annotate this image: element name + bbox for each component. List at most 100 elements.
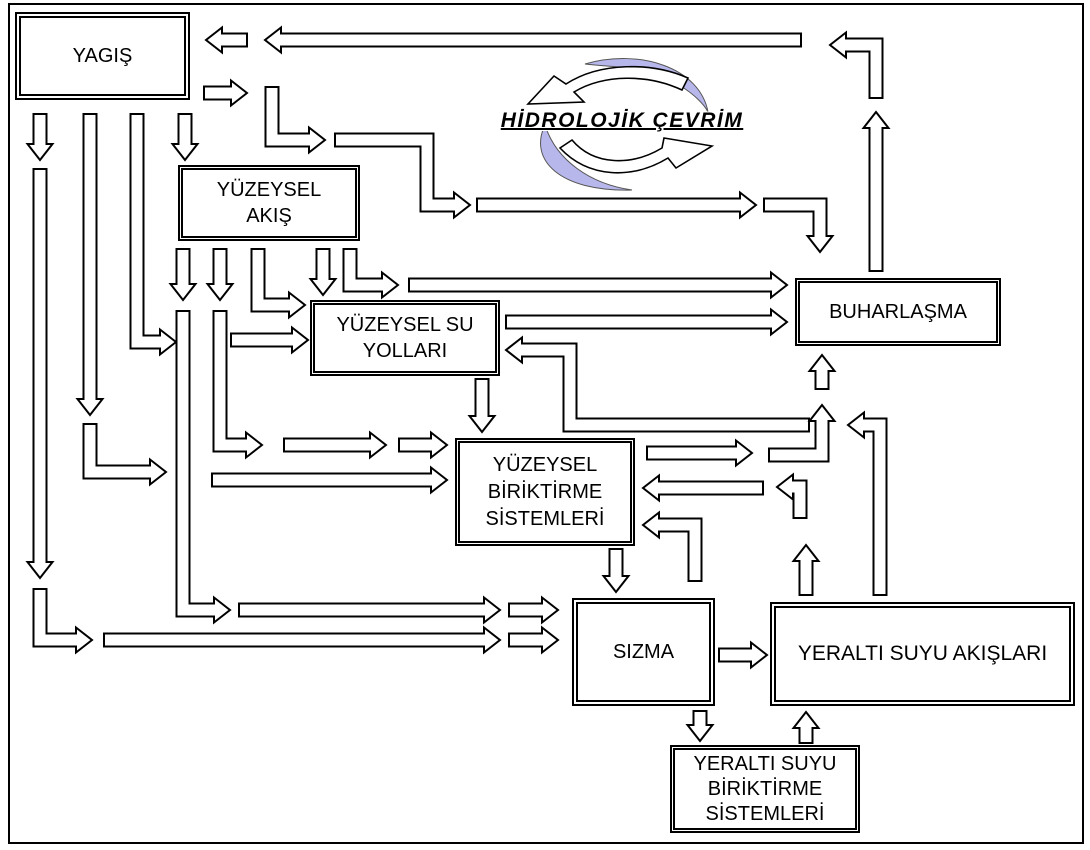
yuzeysel-su-yollari-label-line-2: YOLLARI bbox=[363, 338, 447, 364]
arrow-yagis-to-yuzeysel-akis bbox=[173, 113, 198, 160]
arrow-to-biriktirme-right-2 bbox=[643, 513, 695, 583]
arrow-to-su-yollari-left bbox=[230, 328, 308, 353]
arrow-akis-down-1-head bbox=[171, 284, 196, 300]
arrow-yagis-to-yuzeysel-akis-head bbox=[173, 144, 198, 160]
arrow-sizma-to-yeralti-akis-head bbox=[751, 643, 767, 668]
arrow-yeralti-akis-to-buharlasma-head bbox=[848, 413, 864, 438]
arrow-to-biriktirme-1-head bbox=[370, 433, 386, 458]
arrow-akis-to-su-yollari-side-head bbox=[289, 293, 305, 318]
arrow-yeralti-akis-to-buharlasma bbox=[848, 413, 880, 597]
arrow-biriktirme-right-head bbox=[736, 441, 752, 466]
arrow-to-biriktirme-2 bbox=[398, 433, 447, 458]
arrow-yeralti-akis-up-head bbox=[794, 545, 819, 561]
cycle-arrow-upper-icon bbox=[528, 67, 688, 104]
arrow-to-biriktirme-2-head bbox=[431, 433, 447, 458]
arrow-to-biriktirme-3 bbox=[211, 468, 447, 493]
arrow-yagis-down-3-turn-head bbox=[160, 330, 176, 355]
arrow-su-yollari-to-biriktirme-head bbox=[470, 416, 495, 432]
arrow-biriktirme-to-sizma-head bbox=[604, 576, 629, 592]
arrow-yagis-to-buharlasma-3 bbox=[476, 193, 756, 218]
arrow-yagis-down-1-head bbox=[28, 144, 53, 160]
arrow-akis-down-2-turn-shaft-fill bbox=[220, 312, 248, 445]
diagram-title: HİDROLOJİK ÇEVRİM bbox=[462, 109, 782, 133]
arrow-akis-down-1-to-sizma-turn-shaft-fill bbox=[183, 312, 216, 610]
arrow-to-yagis-head bbox=[206, 28, 222, 53]
yeralti-suyu-akislari-label: YERALTI SUYU AKIŞLARI bbox=[798, 641, 1047, 667]
arrow-to-su-yollari-return bbox=[506, 338, 810, 426]
arrow-akis-to-buharlasma-turn bbox=[350, 248, 398, 298]
arrow-akis-to-su-yollari-side-shaft-fill bbox=[258, 250, 291, 305]
arrow-yagis-down-1 bbox=[28, 113, 53, 160]
arrow-yagis-down-1-turn-head bbox=[76, 628, 92, 653]
arrow-yagis-to-buharlasma-1 bbox=[272, 86, 325, 153]
node-yuzeysel-su-yollari: YÜZEYSEL SU YOLLARI bbox=[310, 300, 500, 376]
arrow-to-biriktirme-3-head bbox=[431, 468, 447, 493]
arrow-buharlasma-up-head bbox=[864, 112, 889, 128]
arrow-to-sizma-upper-long bbox=[238, 598, 500, 623]
arrow-akis-to-buharlasma-turn-shaft-fill bbox=[350, 250, 384, 285]
yuzeysel-biriktirme-label-line-3: SİSTEMLERİ bbox=[486, 506, 605, 533]
arrow-to-sizma-upper-head bbox=[542, 598, 558, 623]
yagis-label: YAGIŞ bbox=[73, 43, 133, 69]
arrow-akis-to-buharlasma bbox=[408, 273, 787, 298]
arrow-to-biriktirme-right-1-head bbox=[643, 476, 659, 501]
arrow-to-buharlasma-bottom bbox=[810, 355, 835, 390]
arrow-sizma-to-yeralti-akis bbox=[718, 643, 767, 668]
arrow-yeralti-akis-up bbox=[794, 545, 819, 596]
arrow-akis-down-2-head bbox=[208, 284, 233, 300]
arrow-yagis-down-2-head bbox=[78, 399, 103, 415]
arrow-su-yollari-to-buharlasma bbox=[505, 310, 787, 335]
node-yuzeysel-akis: YÜZEYSEL AKIŞ bbox=[178, 165, 360, 241]
arrow-to-buharlasma-top-shaft-fill bbox=[765, 205, 820, 238]
arrow-yagis-down-2-turn bbox=[90, 423, 166, 485]
arrow-yagis-down-3-turn-shaft-fill bbox=[137, 115, 162, 342]
arrow-buharlasma-up bbox=[864, 112, 889, 272]
node-buharlasma: BUHARLAŞMA bbox=[795, 278, 1001, 346]
arrow-to-sizma-upper-long-head bbox=[484, 598, 500, 623]
arrow-to-buharlasma-top bbox=[763, 205, 833, 252]
arrow-akis-down-1 bbox=[171, 248, 196, 300]
yuzeysel-akis-label-line-1: YÜZEYSEL bbox=[217, 177, 321, 203]
arrow-to-sizma-lower bbox=[508, 628, 558, 653]
arrow-biriktirme-turn-up-head bbox=[810, 405, 835, 421]
arrow-yagis-to-buharlasma-1-shaft-outline bbox=[272, 86, 309, 140]
arrow-akis-down-2-turn-head bbox=[246, 433, 262, 458]
arrow-yagis-right-head bbox=[231, 81, 247, 106]
node-yeralti-suyu-biriktirme-sistemleri: YERALTI SUYU BİRİKTİRME SİSTEMLERİ bbox=[670, 745, 860, 833]
arrow-buharlasma-turn-left-head bbox=[830, 33, 846, 58]
flow-arrows bbox=[28, 28, 889, 745]
sizma-label: SIZMA bbox=[613, 639, 674, 665]
arrow-to-sizma-upper bbox=[508, 598, 558, 623]
yuzeysel-biriktirme-label-line-1: YÜZEYSEL bbox=[493, 452, 597, 479]
node-yagis: YAGIŞ bbox=[15, 12, 190, 100]
arrow-to-su-yollari-left-head bbox=[292, 328, 308, 353]
yuzeysel-su-yollari-label-line-1: YÜZEYSEL SU bbox=[336, 312, 473, 338]
arrow-to-su-yollari-return-head bbox=[506, 338, 522, 363]
arrow-to-biriktirme-right-1 bbox=[643, 476, 764, 501]
arrow-to-sizma-lower-long bbox=[103, 628, 500, 653]
arrow-to-biriktirme-1 bbox=[283, 433, 386, 458]
arrow-biriktirme-right bbox=[646, 441, 752, 466]
arrow-yagis-down-2-turn-head bbox=[150, 460, 166, 485]
arrow-akis-to-buharlasma-head bbox=[771, 273, 787, 298]
arrow-su-yollari-to-biriktirme bbox=[470, 378, 495, 432]
arrow-su-yollari-to-buharlasma-head bbox=[771, 310, 787, 335]
cycle-arrow-lower-icon bbox=[560, 138, 712, 173]
arrow-yagis-to-buharlasma-3-head bbox=[740, 193, 756, 218]
arrow-yagis-down-2 bbox=[78, 113, 103, 415]
yeralti-biriktirme-label-line-3: SİSTEMLERİ bbox=[706, 802, 825, 827]
node-yeralti-suyu-akislari: YERALTI SUYU AKIŞLARI bbox=[770, 602, 1075, 706]
arrow-akis-to-su-yollari-top bbox=[311, 248, 336, 295]
arrow-to-yagis-long bbox=[265, 28, 802, 53]
arrow-sizma-to-yeralti-biriktirme bbox=[688, 710, 713, 741]
arrow-yagis-down-1-long bbox=[28, 168, 53, 578]
arrow-yagis-down-1-turn bbox=[40, 588, 92, 653]
arrow-buharlasma-turn-left bbox=[830, 33, 876, 100]
arrow-to-sizma-lower-long-head bbox=[484, 628, 500, 653]
buharlasma-label: BUHARLAŞMA bbox=[829, 299, 967, 325]
arrow-to-yagis-long-head bbox=[265, 28, 281, 53]
arrow-turn-to-biriktirme bbox=[777, 475, 800, 520]
arrow-to-sizma-lower-head bbox=[542, 628, 558, 653]
arrow-to-yagis bbox=[206, 28, 248, 53]
arrow-yeralti-biriktirme-to-akis bbox=[794, 712, 819, 744]
